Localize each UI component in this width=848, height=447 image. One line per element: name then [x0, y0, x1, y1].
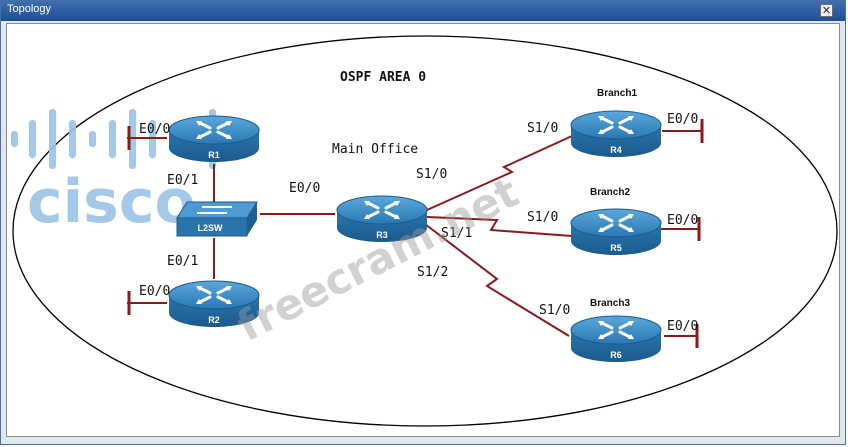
if-r5-e00: E0/0: [667, 213, 698, 228]
window-title: Topology: [7, 3, 52, 15]
branch3-label: Branch3: [590, 298, 630, 309]
if-r1-e00: E0/0: [139, 122, 170, 137]
if-r2-e00: E0/0: [139, 284, 170, 299]
if-r5-s10: S1/0: [527, 210, 558, 225]
link-r3-r5: [426, 216, 573, 237]
router-r4[interactable]: R4: [569, 109, 663, 159]
main-office-label: Main Office: [332, 142, 418, 157]
router-r6[interactable]: R6: [569, 314, 663, 364]
switch-l2sw[interactable]: L2SW: [176, 201, 258, 237]
if-r3-s10: S1/0: [416, 167, 447, 182]
network-links: [127, 130, 702, 337]
link-r3-r4: [426, 135, 573, 211]
router-label-r1: R1: [208, 150, 220, 160]
window-titlebar[interactable]: Topology ✕: [1, 1, 845, 21]
topology-diagram: cisco: [11, 35, 838, 427]
if-r6-e00: E0/0: [667, 319, 698, 334]
router-label-r2: R2: [208, 315, 220, 325]
watermark-text: freecram.net: [229, 167, 526, 351]
router-r2[interactable]: R2: [167, 279, 261, 329]
if-r4-s10: S1/0: [527, 121, 558, 136]
if-r1-e01: E0/1: [167, 173, 198, 188]
link-r3-r6: [424, 223, 570, 337]
router-r1[interactable]: R1: [167, 114, 261, 164]
router-r3[interactable]: R3: [335, 194, 429, 244]
if-r6-s10: S1/0: [539, 303, 570, 318]
area-label: OSPF AREA 0: [340, 70, 426, 85]
topology-canvas: cisco: [6, 23, 840, 437]
cisco-logo-text: cisco: [27, 167, 196, 237]
branch1-label: Branch1: [597, 88, 637, 99]
router-r5[interactable]: R5: [569, 207, 663, 257]
if-r3-s12: S1/2: [417, 265, 448, 280]
switch-label: L2SW: [197, 223, 223, 233]
branch2-label: Branch2: [590, 187, 630, 198]
close-icon[interactable]: ✕: [820, 4, 833, 17]
router-label-r5: R5: [610, 243, 622, 253]
if-r4-e00: E0/0: [667, 112, 698, 127]
router-label-r4: R4: [610, 145, 622, 155]
if-r3-s11: S1/1: [441, 226, 472, 241]
router-label-r6: R6: [610, 350, 622, 360]
ospf-area-boundary: [12, 35, 838, 427]
if-r2-e01: E0/1: [167, 254, 198, 269]
if-r3-e00: E0/0: [289, 181, 320, 196]
router-label-r3: R3: [376, 230, 388, 240]
